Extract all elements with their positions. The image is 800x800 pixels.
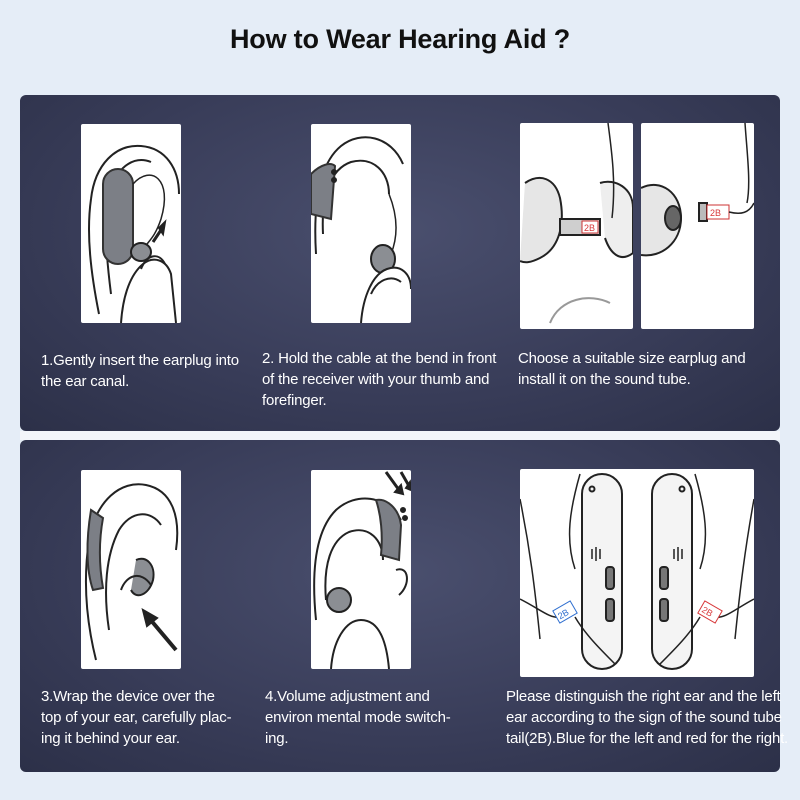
left-right-caption: Please distinguish the right ear and the… xyxy=(506,688,789,747)
step-4-caption: 4.Volume adjustment and environ mental m… xyxy=(265,688,451,747)
left-right-devices-illustration: 2B 2B xyxy=(520,469,754,677)
volume-adjust-illustration xyxy=(311,470,411,669)
earplug-size-caption: Choose a suitable size earplug and insta… xyxy=(518,350,746,388)
step-2-caption: 2. Hold the cable at the bend in front o… xyxy=(262,350,497,409)
wrap-device-illustration xyxy=(81,470,181,669)
svg-text:2B: 2B xyxy=(584,223,595,233)
insert-earplug-illustration xyxy=(81,124,181,323)
hold-cable-illustration xyxy=(311,124,411,323)
panel-divider xyxy=(20,431,780,440)
step-3-caption: 3.Wrap the device over the top of your e… xyxy=(41,688,232,747)
step-1-caption: 1.Gently insert the earplug into the ear… xyxy=(41,352,239,390)
earplug-size-illustration: 2B xyxy=(520,123,633,329)
svg-text:2B: 2B xyxy=(556,607,571,621)
svg-text:2B: 2B xyxy=(700,605,715,619)
page-title: How to Wear Hearing Aid ? xyxy=(229,24,571,54)
earplug-install-illustration: 2B xyxy=(641,123,754,329)
svg-text:2B: 2B xyxy=(710,208,721,218)
